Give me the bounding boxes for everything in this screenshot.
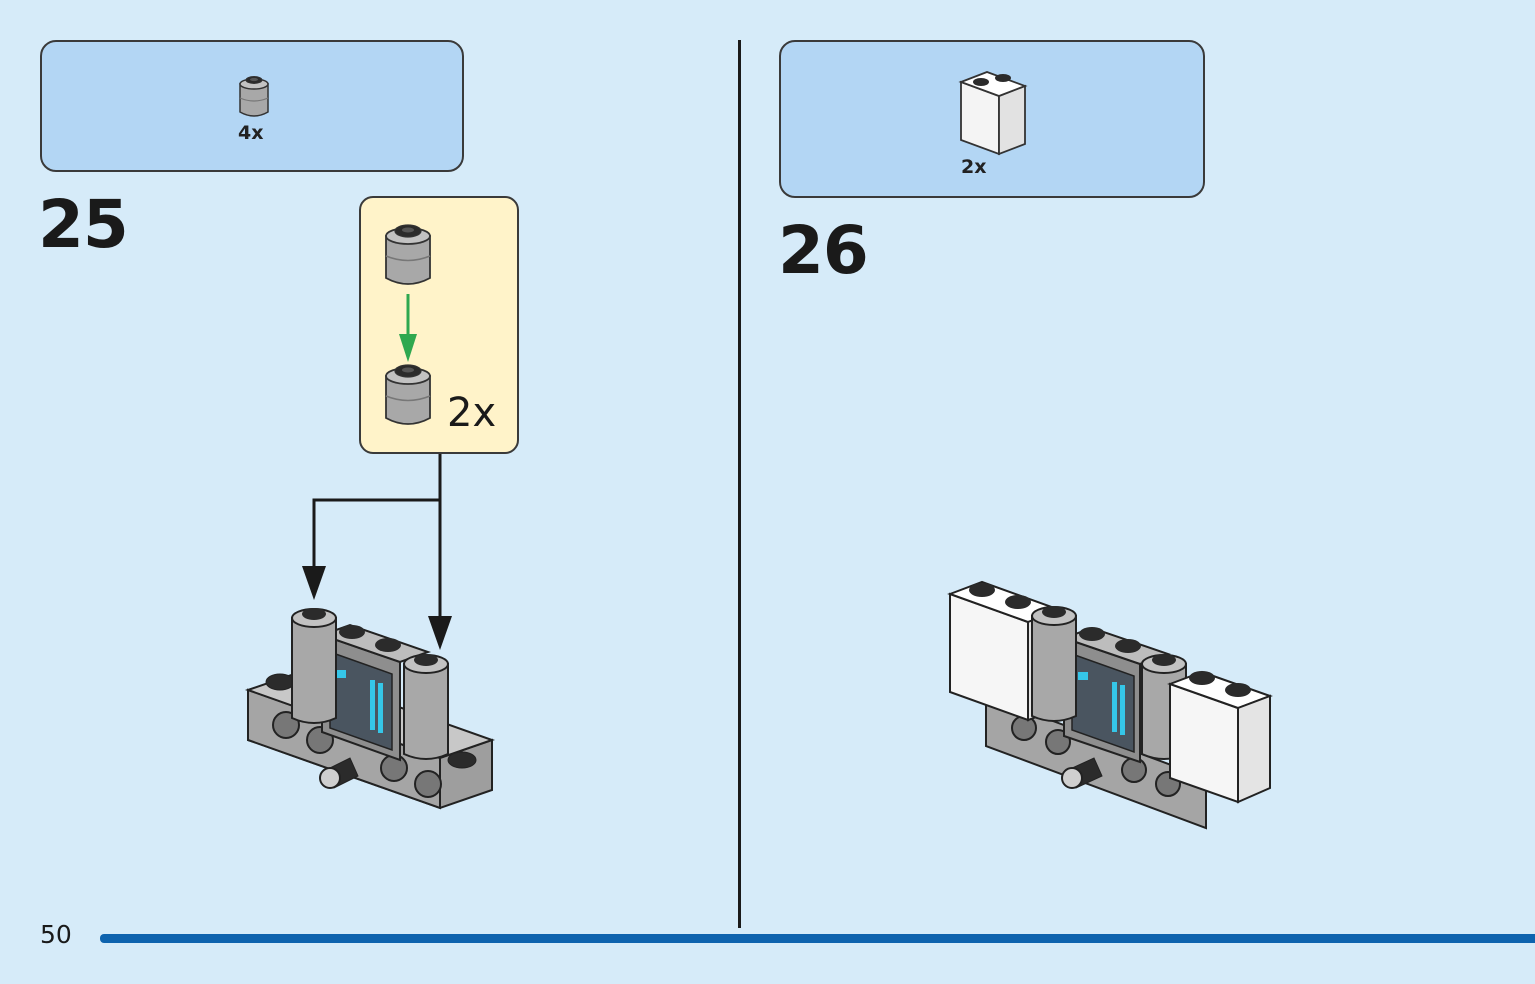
page-number: 50	[40, 920, 72, 949]
arrow-head-right	[428, 616, 452, 650]
step-26-model	[947, 580, 1273, 830]
step-number: 25	[38, 186, 129, 263]
part-quantity: 2x	[961, 156, 987, 178]
step-number: 26	[778, 212, 869, 289]
round-brick-grey-icon	[239, 76, 269, 117]
down-arrow-icon	[399, 294, 417, 362]
page-footer-bar	[100, 934, 1535, 943]
step-25-model	[244, 608, 496, 810]
arrow-head-left	[302, 566, 326, 600]
white-brick-icon	[958, 71, 1028, 156]
subassembly-quantity: 2x	[447, 390, 497, 436]
subassembly-callout: 2x	[359, 196, 519, 454]
round-brick-bottom-icon	[385, 364, 431, 425]
page-divider	[738, 40, 741, 928]
round-brick-top-icon	[385, 224, 431, 285]
step-25-parts-box: 4x	[40, 40, 464, 172]
step-26-parts-box: 2x	[779, 40, 1205, 198]
part-quantity: 4x	[238, 122, 264, 144]
